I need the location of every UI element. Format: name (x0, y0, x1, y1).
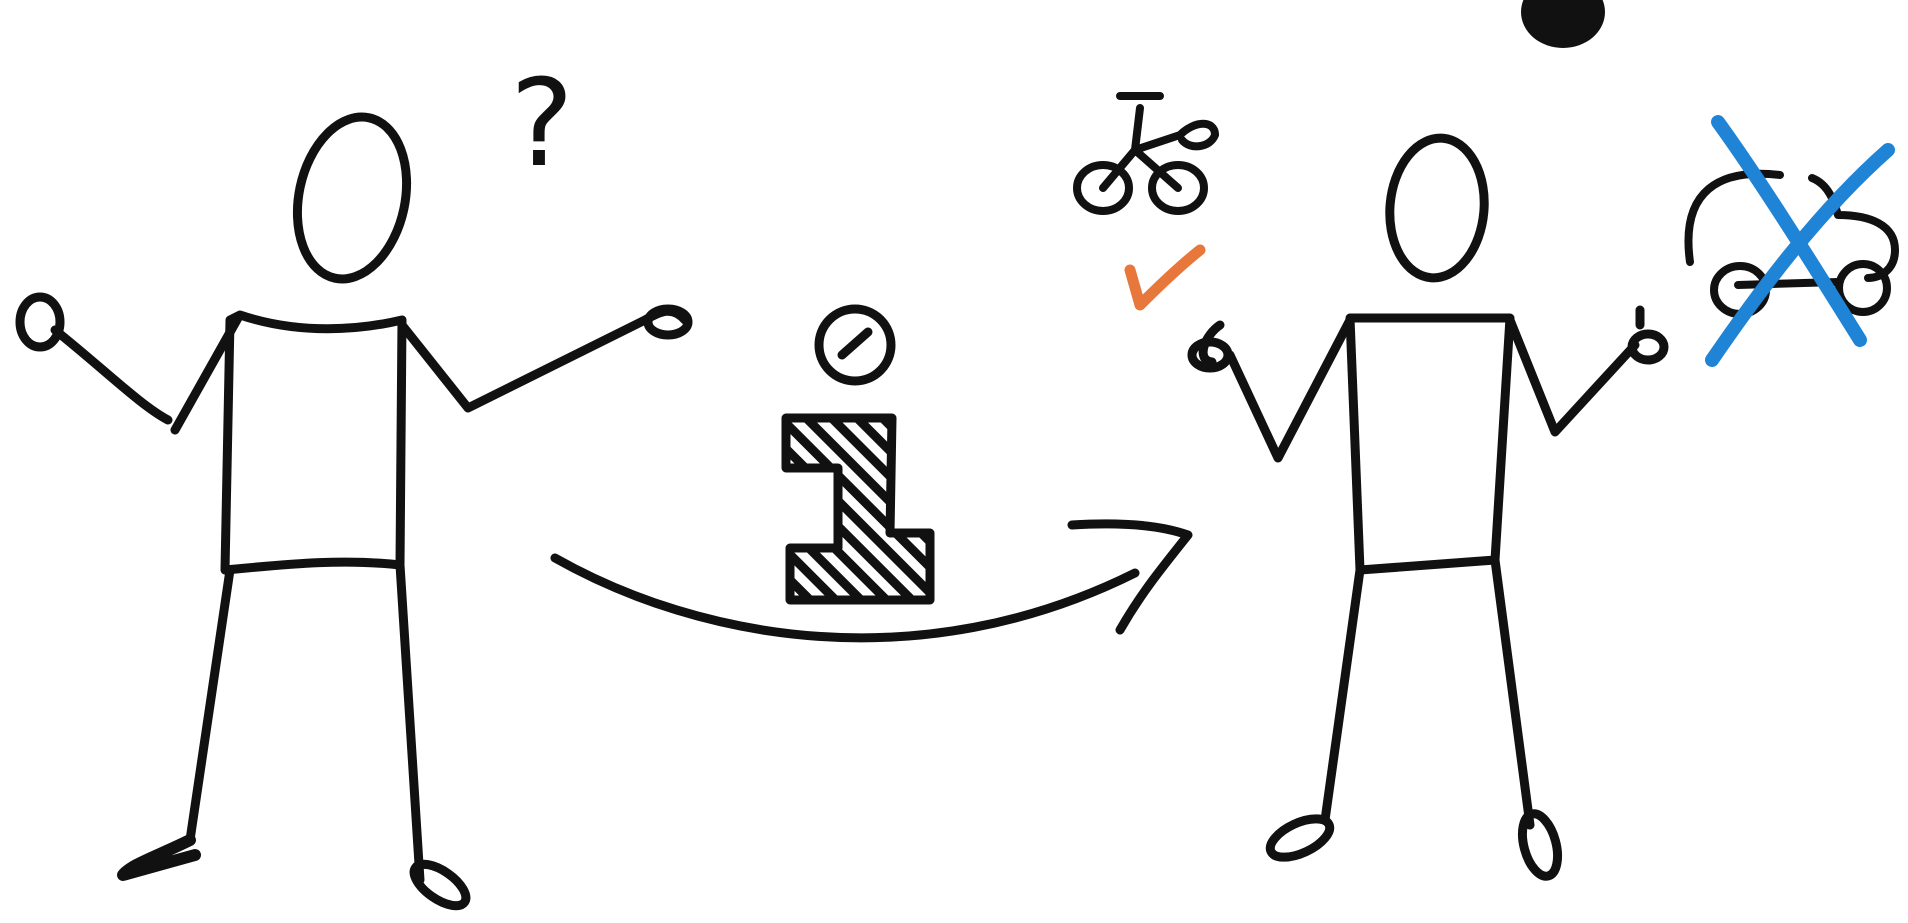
cross-stroke-1 (1711, 115, 1867, 347)
right-person-right-foot (1517, 809, 1563, 881)
left-person-right-foot (409, 859, 471, 911)
bicycle-rear-wheel (1073, 161, 1133, 215)
cropped-blob (1521, 0, 1605, 48)
info-stem (781, 413, 935, 605)
cross-stroke-2 (1705, 143, 1895, 367)
left-person (15, 112, 693, 911)
right-person-head (1385, 133, 1489, 283)
cross-out-icon (1705, 115, 1895, 367)
info-dot-stroke (837, 327, 873, 360)
bicycle-icon (1073, 92, 1219, 215)
left-person-torso (220, 310, 407, 575)
cropped-blob-icon (1521, 0, 1605, 48)
right-person-left-foot (1265, 814, 1335, 862)
right-person-right-leg (1490, 555, 1535, 830)
left-person-left-hand (15, 292, 65, 352)
right-person (1187, 133, 1669, 881)
right-person-left-arm (1198, 315, 1355, 463)
left-person-right-leg (395, 560, 425, 885)
info-icon (781, 304, 935, 605)
checkmark-icon (1124, 244, 1206, 311)
right-person-torso (1345, 313, 1515, 575)
arrow-shaft (550, 553, 1140, 643)
question-mark: ? (510, 55, 574, 194)
right-person-right-arm (1505, 305, 1645, 437)
question-mark-icon: ? (510, 55, 574, 194)
left-person-left-foot (117, 834, 201, 881)
right-person-left-hand (1187, 337, 1233, 373)
left-person-left-leg (185, 565, 235, 845)
car-front-wheel (1835, 260, 1891, 316)
bicycle-frame (1099, 92, 1219, 192)
checkmark (1124, 244, 1206, 311)
left-person-head (292, 112, 412, 284)
right-person-right-hand (1627, 329, 1669, 365)
curved-arrow-icon (550, 519, 1193, 643)
bicycle-front-wheel (1148, 161, 1208, 215)
left-person-right-hand (643, 304, 693, 340)
left-person-left-arm (50, 313, 243, 435)
right-person-left-leg (1320, 565, 1365, 825)
arrow-head (1067, 519, 1193, 635)
left-person-right-arm (397, 306, 690, 413)
